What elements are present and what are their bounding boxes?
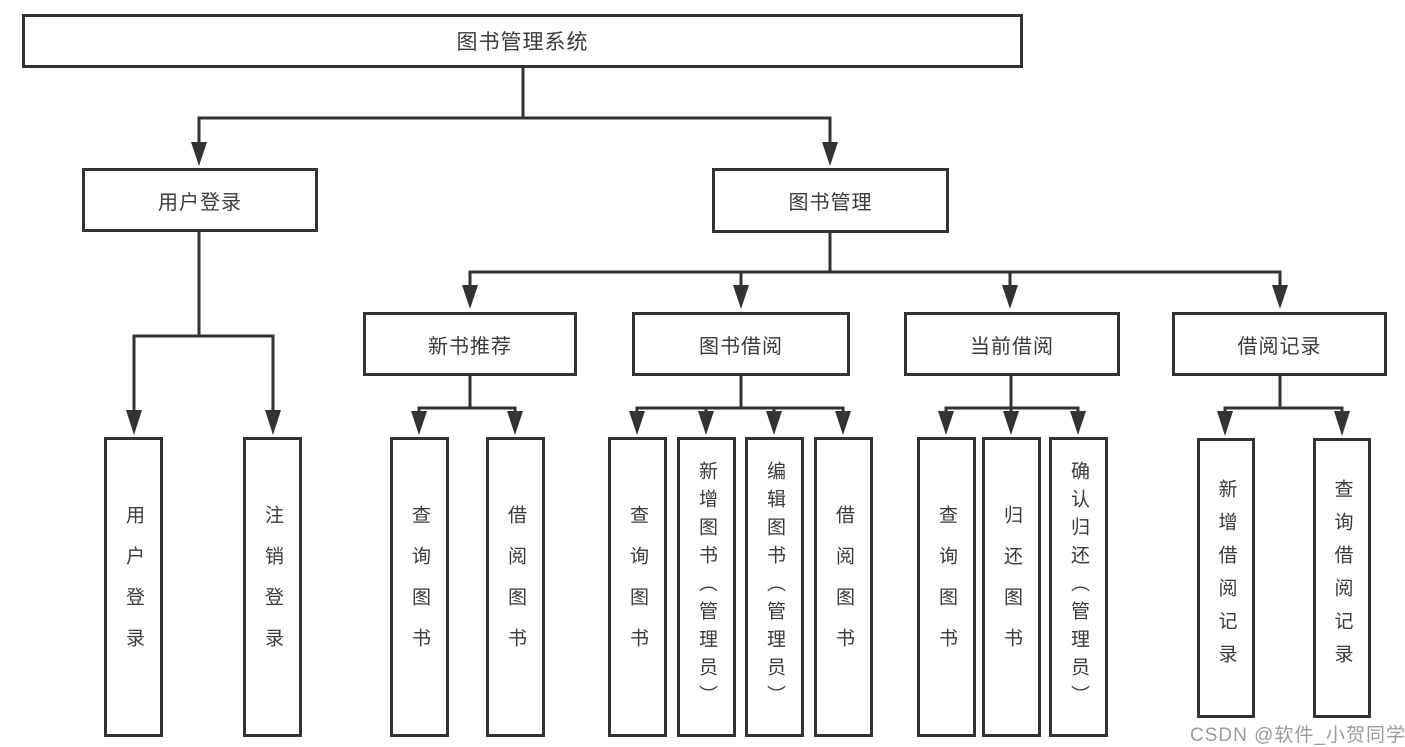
leaf-query-borrow-record: 查询借阅记录 <box>1313 438 1371 718</box>
leaf-borrow-books-recommend: 借阅图书 <box>486 437 545 737</box>
node-user-login: 用户登录 <box>82 168 318 232</box>
leaf-add-borrow-record: 新增借阅记录 <box>1197 438 1255 718</box>
node-borrowing-records: 借阅记录 <box>1172 312 1387 376</box>
leaf-user-login: 用户登录 <box>104 437 163 737</box>
node-new-book-recommendation: 新书推荐 <box>363 312 577 376</box>
csdn-watermark: CSDN @软件_小贺同学 <box>1190 725 1405 746</box>
leaf-return-book: 归还图书 <box>982 437 1041 737</box>
node-library-management-system: 图书管理系统 <box>22 14 1023 68</box>
leaf-query-books-borrow: 查询图书 <box>608 437 667 737</box>
leaf-logout: 注销登录 <box>243 437 302 737</box>
leaf-query-books-current: 查询图书 <box>917 437 976 737</box>
leaf-query-books-recommend: 查询图书 <box>390 437 449 737</box>
leaf-confirm-return-admin: 确认归还（管理员） <box>1049 437 1108 737</box>
leaf-borrow-books: 借阅图书 <box>814 437 873 737</box>
node-book-management: 图书管理 <box>712 168 949 233</box>
node-book-borrowing: 图书借阅 <box>632 312 850 376</box>
leaf-edit-book-admin: 编辑图书（管理员） <box>745 437 804 737</box>
leaf-add-book-admin: 新增图书（管理员） <box>677 437 736 737</box>
node-current-borrowing: 当前借阅 <box>904 312 1120 376</box>
